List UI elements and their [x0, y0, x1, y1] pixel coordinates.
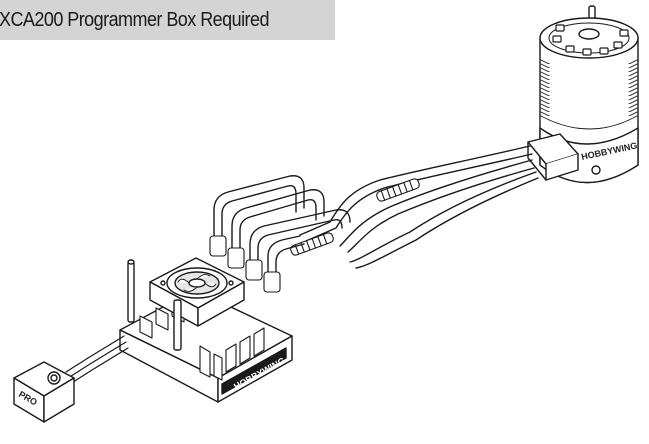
motor-leads	[299, 145, 539, 269]
signal-lead	[65, 335, 129, 385]
capacitor-post	[127, 261, 135, 323]
wire-collars	[209, 235, 281, 293]
switch-post	[173, 299, 182, 351]
motor-fins	[540, 59, 638, 130]
esc-power-wires	[213, 175, 351, 291]
motor-screw	[591, 165, 601, 175]
header-banner: XCA200 Programmer Box Required	[0, 0, 335, 40]
motor-wire-block	[527, 133, 579, 181]
programmer-plug: PRO	[13, 361, 75, 423]
bullet-connectors	[290, 178, 420, 256]
banner-title: XCA200 Programmer Box Required	[0, 8, 269, 31]
esc-body: HOBBYWING	[119, 257, 293, 403]
motor-bearing	[578, 28, 600, 40]
motor: HOBBYWING	[539, 5, 639, 184]
esc-label-plate	[221, 347, 287, 395]
